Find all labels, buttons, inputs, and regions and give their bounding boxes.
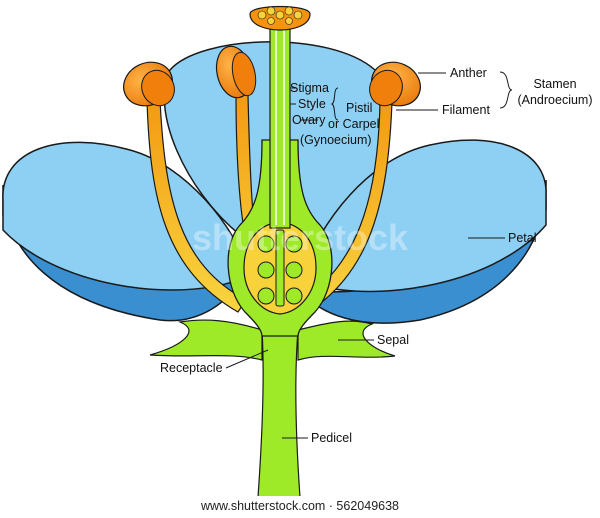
stigma-dots <box>257 6 303 25</box>
label-petal: Petal <box>508 231 537 245</box>
label-gynoecium: (Gynoecium) <box>300 133 372 147</box>
sepal-right <box>297 320 396 361</box>
footer-bar <box>0 496 600 518</box>
label-sepal: Sepal <box>377 333 409 347</box>
leader-lines <box>225 71 513 439</box>
label-stamen: Stamen <box>533 77 576 91</box>
sepal-left <box>149 319 263 361</box>
label-pistil: Pistil <box>346 101 372 115</box>
label-style: Style <box>298 97 326 111</box>
anther-left <box>215 45 257 99</box>
pedicel <box>257 329 301 498</box>
ovules <box>257 229 303 307</box>
label-ovary: Ovary <box>292 113 326 127</box>
label-receptacle: Receptacle <box>160 361 223 375</box>
footer-credit: www.shutterstock.com · 562049638 <box>200 499 400 513</box>
label-pedicel: Pedicel <box>311 431 352 445</box>
label-androecium: (Androecium) <box>517 93 592 107</box>
label-filament: Filament <box>442 103 490 117</box>
anther-far-left <box>123 61 175 107</box>
anther-right <box>369 61 421 107</box>
label-carpel: or Carpel <box>328 117 379 131</box>
watermark: shutterstock <box>192 217 409 258</box>
label-stigma: Stigma <box>290 81 329 95</box>
label-anther: Anther <box>450 66 487 80</box>
style <box>269 27 291 229</box>
